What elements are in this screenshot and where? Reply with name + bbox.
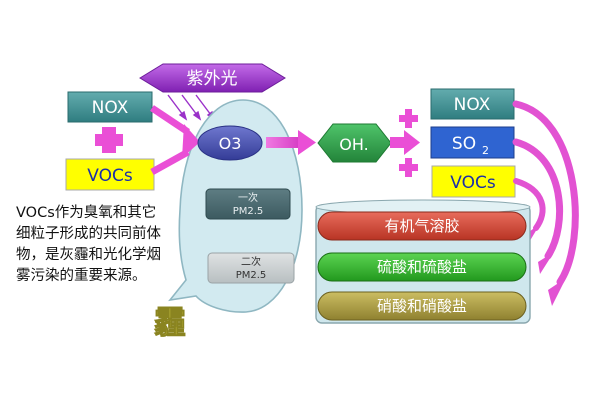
plus-icon-right-2 xyxy=(399,158,418,177)
uv-rays xyxy=(167,94,216,121)
input-nox-box: NOX xyxy=(67,91,153,123)
explanation-note: VOCs作为臭氧和其它 细粒子形成的共同前体 物，是灰霾和光化学烟 雾污染的重要… xyxy=(16,203,194,287)
output-vocs-box: VOCs xyxy=(431,165,516,198)
output-so2-subscript: 2 xyxy=(482,144,489,157)
plus-icon-right-1 xyxy=(399,109,418,128)
primary-pm-line1: 一次 xyxy=(238,191,258,204)
layer-organic-aerosol: 有机气溶胶 xyxy=(317,211,527,241)
secondary-pm-line1: 二次 xyxy=(241,255,261,268)
layer-sulfuric-acid: 硫酸和硫酸盐 xyxy=(317,252,527,282)
note-line: VOCs作为臭氧和其它 xyxy=(16,205,157,221)
oh-node: OH. xyxy=(317,123,392,163)
note-line: 细粒子形成的共同前体 xyxy=(16,226,161,242)
uv-label: 紫外光 xyxy=(187,69,238,89)
primary-pm-box: 一次 PM2.5 xyxy=(205,188,291,220)
o3-label: O3 xyxy=(219,134,242,153)
output-vocs-label: VOCs xyxy=(450,173,496,193)
note-line: 雾污染的重要来源。 xyxy=(16,268,147,284)
arrow-inputs-to-o3 xyxy=(150,105,200,176)
oh-label: OH. xyxy=(339,135,368,154)
layer-nitric-label: 硝酸和硝酸盐 xyxy=(377,297,467,315)
o3-node: O3 xyxy=(197,125,263,161)
uv-banner: 紫外光 xyxy=(139,63,286,93)
input-vocs-label: VOCs xyxy=(87,166,133,186)
secondary-pm-line2: PM2.5 xyxy=(236,270,267,281)
layer-organic-label: 有机气溶胶 xyxy=(384,217,459,235)
input-nox-label: NOX xyxy=(92,98,129,118)
layer-sulfuric-label: 硫酸和硫酸盐 xyxy=(377,258,467,276)
layer-nitric-acid: 硝酸和硝酸盐 xyxy=(317,291,527,321)
plus-icon-left xyxy=(95,127,123,153)
primary-pm-line2: PM2.5 xyxy=(233,206,264,217)
arrow-oh-to-outputs xyxy=(390,130,420,155)
arrow-o3-to-oh xyxy=(266,130,316,155)
haze-character: 霾 xyxy=(154,303,186,341)
secondary-pm-box: 二次 PM2.5 xyxy=(207,252,295,284)
output-nox-box: NOX xyxy=(430,88,515,120)
output-so2-label: SO xyxy=(452,134,476,154)
curved-arrows xyxy=(512,100,579,286)
output-so2-box: SO 2 xyxy=(430,126,515,159)
output-nox-label: NOX xyxy=(454,95,491,115)
input-vocs-box: VOCs xyxy=(65,158,155,191)
note-line: 物，是灰霾和光化学烟 xyxy=(16,247,161,263)
